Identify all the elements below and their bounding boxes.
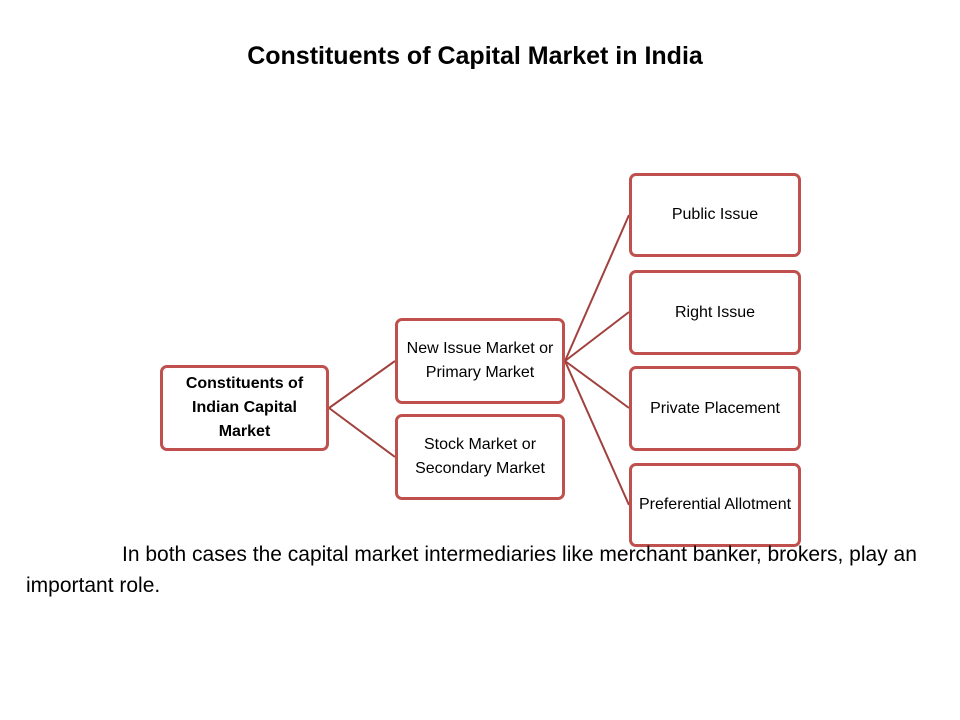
node-label: New Issue Market or Primary Market [406,340,554,381]
connector-primary-public [564,214,630,362]
connector-primary-right [564,311,630,362]
connector-root-primary [328,360,396,409]
node-private-placement: Private Placement [629,366,801,451]
node-constituents-root: Constituents of Indian Capital Market [160,365,329,451]
note-text: In both cases the capital market interme… [26,543,917,597]
connector-primary-preferential [564,360,630,506]
node-secondary-market: Stock Market or Secondary Market [395,414,565,500]
node-label: Right Issue [674,303,756,321]
node-label: Private Placement [650,399,780,417]
node-label: Preferential Allotment [638,496,792,513]
connector-primary-private [564,360,630,409]
node-right-issue: Right Issue [629,270,801,355]
page-title: Constituents of Capital Market in India [247,42,703,70]
connector-root-secondary [328,407,396,458]
node-label: Public Issue [671,206,759,223]
node-public-issue: Public Issue [629,173,801,257]
node-label: Stock Market or Secondary Market [415,436,545,477]
node-primary-market: New Issue Market or Primary Market [395,318,565,404]
node-label: Constituents of Indian Capital Market [185,375,304,440]
node-preferential-allotment: Preferential Allotment [629,463,801,547]
